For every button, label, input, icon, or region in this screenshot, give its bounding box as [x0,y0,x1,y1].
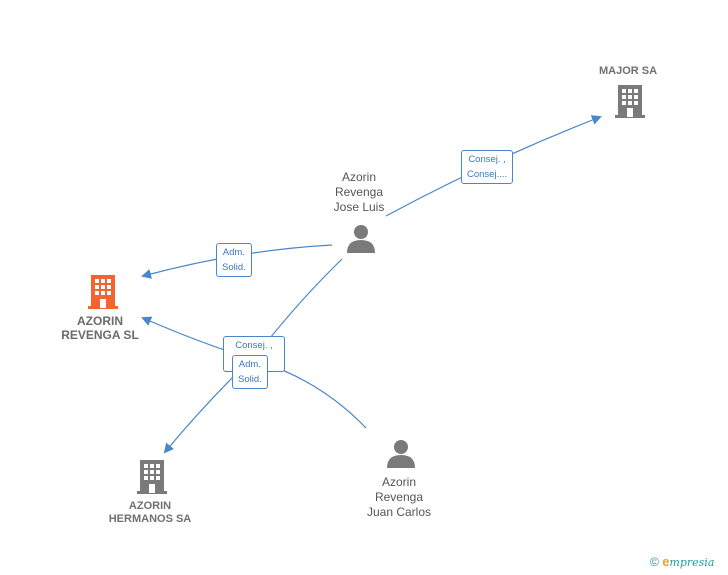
person-icon[interactable] [346,223,376,253]
edge-label-jose-to-major[interactable]: Consej. , Consej.... [461,150,514,184]
company-label-major-sa: MAJOR SA [598,65,658,77]
company-label-azorin-hermanos-sa: AZORIN HERMANOS SA [108,500,192,525]
brand-name: mpresia [669,556,715,569]
person-label-jose-luis: Azorin Revenga Jose Luis [333,170,385,214]
edge-adm-to-hermanos [163,371,239,454]
company-label-azorin-revenga-sl: AZORIN REVENGA SL [61,314,139,342]
footer-brand[interactable]: © empresia [650,554,714,569]
edge-label-adm-solid[interactable]: Adm. Solid. [232,355,268,389]
person-label-juan-carlos: Azorin Revenga Juan Carlos [366,475,432,519]
edge-label-jose-to-revenga[interactable]: Adm. Solid. [216,243,252,277]
edge-jose-to-consej [261,258,343,349]
building-icon[interactable] [136,459,168,495]
copyright-icon: © [650,555,659,569]
brand-initial: e [662,554,670,569]
building-icon[interactable] [614,84,646,118]
building-icon-main[interactable] [87,274,119,310]
person-icon[interactable] [386,438,416,468]
